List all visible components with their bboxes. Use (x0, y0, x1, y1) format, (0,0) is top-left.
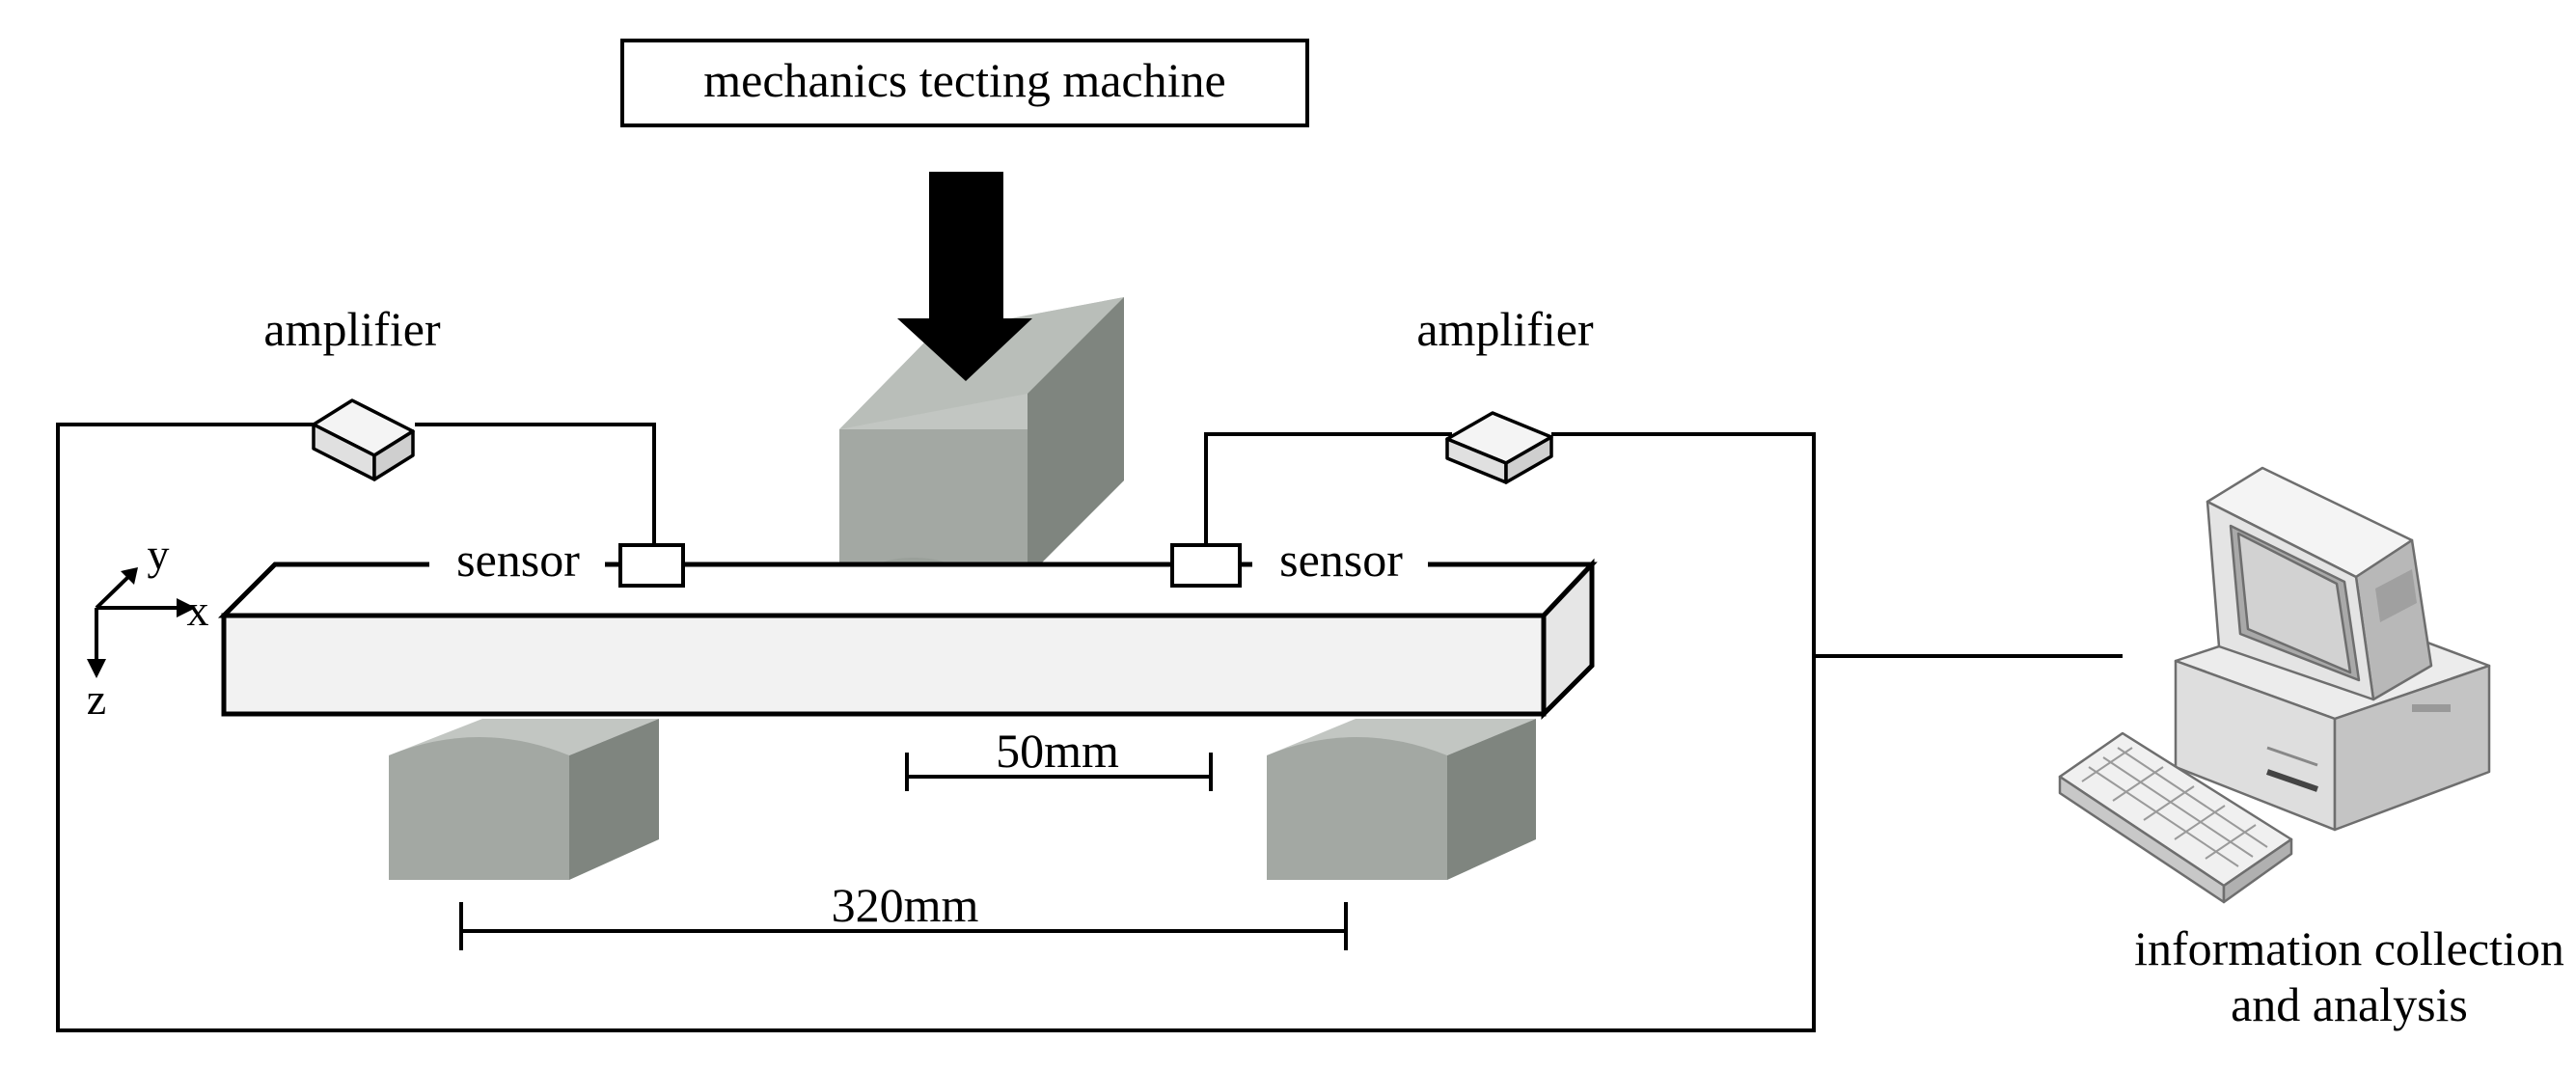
amplifier-left-icon (312, 398, 415, 481)
sensor-right-label: sensor (1279, 533, 1403, 587)
loading-head (839, 297, 1124, 600)
dimension-320mm-label: 320mm (832, 878, 979, 932)
machine-title-box: mechanics tecting machine (620, 39, 1309, 127)
left-sensor-wire (415, 423, 656, 545)
wiring (56, 423, 2123, 1032)
right-sensor-wire (1204, 432, 1452, 545)
dimension-50mm (905, 753, 1213, 791)
support-left (389, 719, 659, 880)
desktop-computer-icon (2174, 466, 2491, 832)
sensor-left-icon (618, 543, 685, 588)
sensor-right-icon (1170, 543, 1242, 588)
dimension-320mm (459, 902, 1348, 950)
down-arrow-icon (897, 172, 1032, 381)
axes-icon (87, 567, 196, 678)
left-amplifier-wire (56, 423, 1816, 1032)
sensor-left-label: sensor (456, 533, 580, 587)
keyboard-icon (2058, 731, 2293, 904)
amplifier-left-label: amplifier (263, 302, 441, 356)
machine-title: mechanics tecting machine (703, 53, 1225, 107)
axis-x-label: x (187, 586, 209, 635)
dimension-50mm-label: 50mm (996, 724, 1119, 778)
support-right (1267, 719, 1536, 880)
amplifier-right-icon (1445, 411, 1553, 484)
beam-front (221, 613, 1547, 717)
computer-label-line2: and analysis (2231, 977, 2468, 1031)
amplifier-right-label: amplifier (1416, 302, 1594, 356)
computer-label-line1: information collection (2134, 921, 2564, 975)
axis-y-label: y (148, 530, 170, 579)
axis-z-label: z (87, 674, 106, 724)
title-frame (620, 39, 1309, 127)
